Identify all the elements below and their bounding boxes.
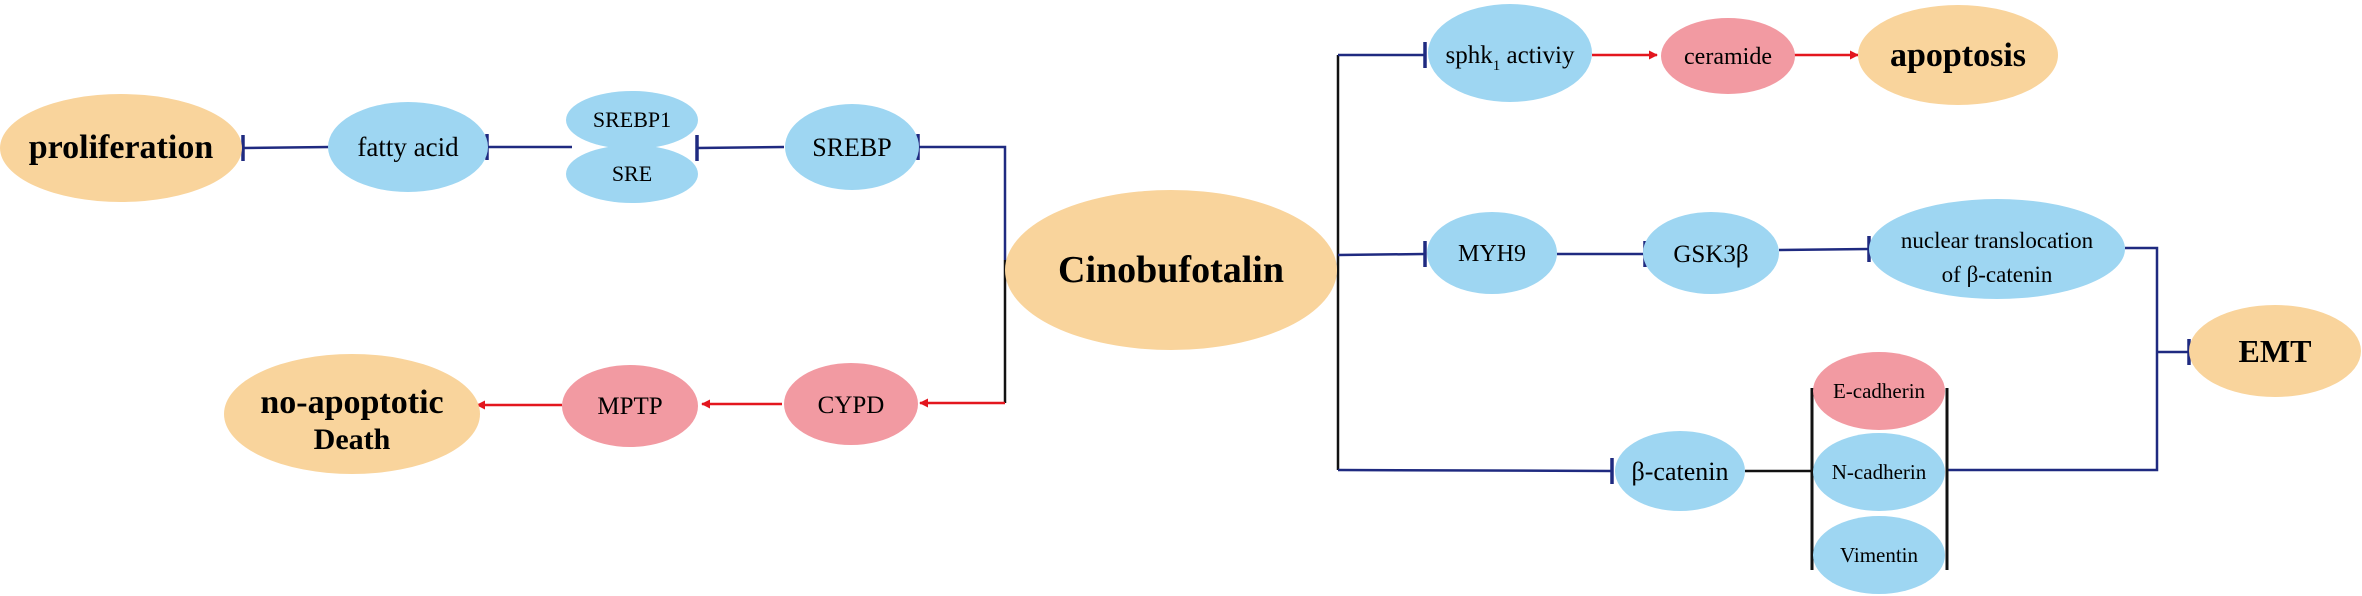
beta-catenin-node: β-catenin <box>1615 431 1745 511</box>
srebp1-ellipse <box>566 91 698 149</box>
inhibit-line-cinobufotalin-to-myh9 <box>1337 252 1425 257</box>
inhibit-line-gsk3b-to-nuclear <box>1778 247 1870 252</box>
e-cadherin-ellipse <box>1813 352 1945 430</box>
emt-node: EMT <box>2189 305 2361 397</box>
ceramide-node: ceramide <box>1661 18 1795 94</box>
proliferation-label: proliferation <box>29 129 214 166</box>
beta-catenin-label: β-catenin <box>1632 457 1729 486</box>
sphk1-ellipse <box>1428 4 1592 102</box>
vimentin-label: Vimentin <box>1840 543 1919 567</box>
sre-node: SRE <box>566 145 698 203</box>
n-cadherin-node: N-cadherin <box>1813 433 1945 511</box>
inhibit-line-trunk-to-beta-catenin <box>1337 468 1613 473</box>
e-cadherin-label: E-cadherin <box>1833 379 1926 403</box>
cypd-node: CYPD <box>784 363 918 445</box>
inhibit-line-fattyacid-to-proliferation <box>242 145 331 150</box>
cypd-label: CYPD <box>818 392 885 419</box>
n-cadherin-ellipse <box>1813 433 1945 511</box>
fatty-acid-label: fatty acid <box>357 132 459 162</box>
fatty-acid-ellipse <box>328 102 488 192</box>
mptp-node: MPTP <box>562 365 698 447</box>
apoptosis-ellipse <box>1858 5 2058 105</box>
apoptosis-node: apoptosis <box>1858 5 2058 105</box>
emt-label: EMT <box>2239 333 2312 369</box>
vimentin-node: Vimentin <box>1813 516 1945 594</box>
mptp-label: MPTP <box>597 393 662 420</box>
srebp1-label: SREBP1 <box>593 107 671 132</box>
no-apoptotic-death-node: no-apoptotic Death <box>224 354 480 474</box>
ceramide-label: ceramide <box>1684 44 1772 70</box>
srebp-ellipse <box>785 104 919 190</box>
nuclear-translocation-label-line2: of β-catenin <box>1942 262 2053 287</box>
inhibit-line-srebp-to-sre <box>696 145 785 150</box>
no-apoptotic-death-ellipse <box>224 354 480 474</box>
ceramide-ellipse <box>1661 18 1795 94</box>
nuclear-translocation-node: nuclear translocation of β-catenin <box>1869 199 2125 299</box>
cinobufotalin-label: Cinobufotalin <box>1058 249 1284 291</box>
sphk1-label: sphk1 activiy <box>1445 42 1575 74</box>
proliferation-node: proliferation <box>0 94 242 202</box>
sre-label: SRE <box>612 161 652 186</box>
sphk1-label-main: sphk <box>1445 42 1493 69</box>
sphk1-label-subscript: 1 <box>1493 58 1501 74</box>
emt-ellipse <box>2189 305 2361 397</box>
sphk1-label-rest: activiy <box>1500 42 1575 69</box>
cinobufotalin-ellipse <box>1005 190 1337 350</box>
myh9-ellipse <box>1427 212 1557 294</box>
srebp1-node: SREBP1 <box>566 91 698 149</box>
myh9-label: MYH9 <box>1458 241 1526 267</box>
n-cadherin-label: N-cadherin <box>1832 460 1927 484</box>
srebp-node: SREBP <box>785 104 919 190</box>
cypd-ellipse <box>784 363 918 445</box>
proliferation-ellipse <box>0 94 242 202</box>
sre-ellipse <box>566 145 698 203</box>
apoptosis-label: apoptosis <box>1890 37 2026 74</box>
no-apoptotic-death-label-line2: Death <box>314 423 391 456</box>
line-cadherin-group-to-emt <box>1948 352 2159 472</box>
gsk3b-node: GSK3β <box>1643 212 1779 294</box>
no-apoptotic-death-label-line1: no-apoptotic <box>260 384 443 421</box>
beta-catenin-ellipse <box>1615 431 1745 511</box>
inhibit-line-cinobufotalin-to-srebp <box>918 145 1007 260</box>
srebp-label: SREBP <box>812 133 892 162</box>
gsk3b-ellipse <box>1643 212 1779 294</box>
mptp-ellipse <box>562 365 698 447</box>
nodes: Cinobufotalin proliferation fatty acid S… <box>0 4 2361 594</box>
e-cadherin-node: E-cadherin <box>1813 352 1945 430</box>
vimentin-ellipse <box>1813 516 1945 594</box>
fatty-acid-node: fatty acid <box>328 102 488 192</box>
nuclear-translocation-label-line1: nuclear translocation <box>1901 228 2094 253</box>
sphk1-node: sphk1 activiy <box>1428 4 1592 102</box>
myh9-node: MYH9 <box>1427 212 1557 294</box>
gsk3b-label: GSK3β <box>1673 241 1748 268</box>
line-nuclear-to-emt <box>2125 246 2159 352</box>
nuclear-translocation-ellipse <box>1869 199 2125 299</box>
cinobufotalin-node: Cinobufotalin <box>1005 190 1337 350</box>
connectors <box>241 42 2191 570</box>
